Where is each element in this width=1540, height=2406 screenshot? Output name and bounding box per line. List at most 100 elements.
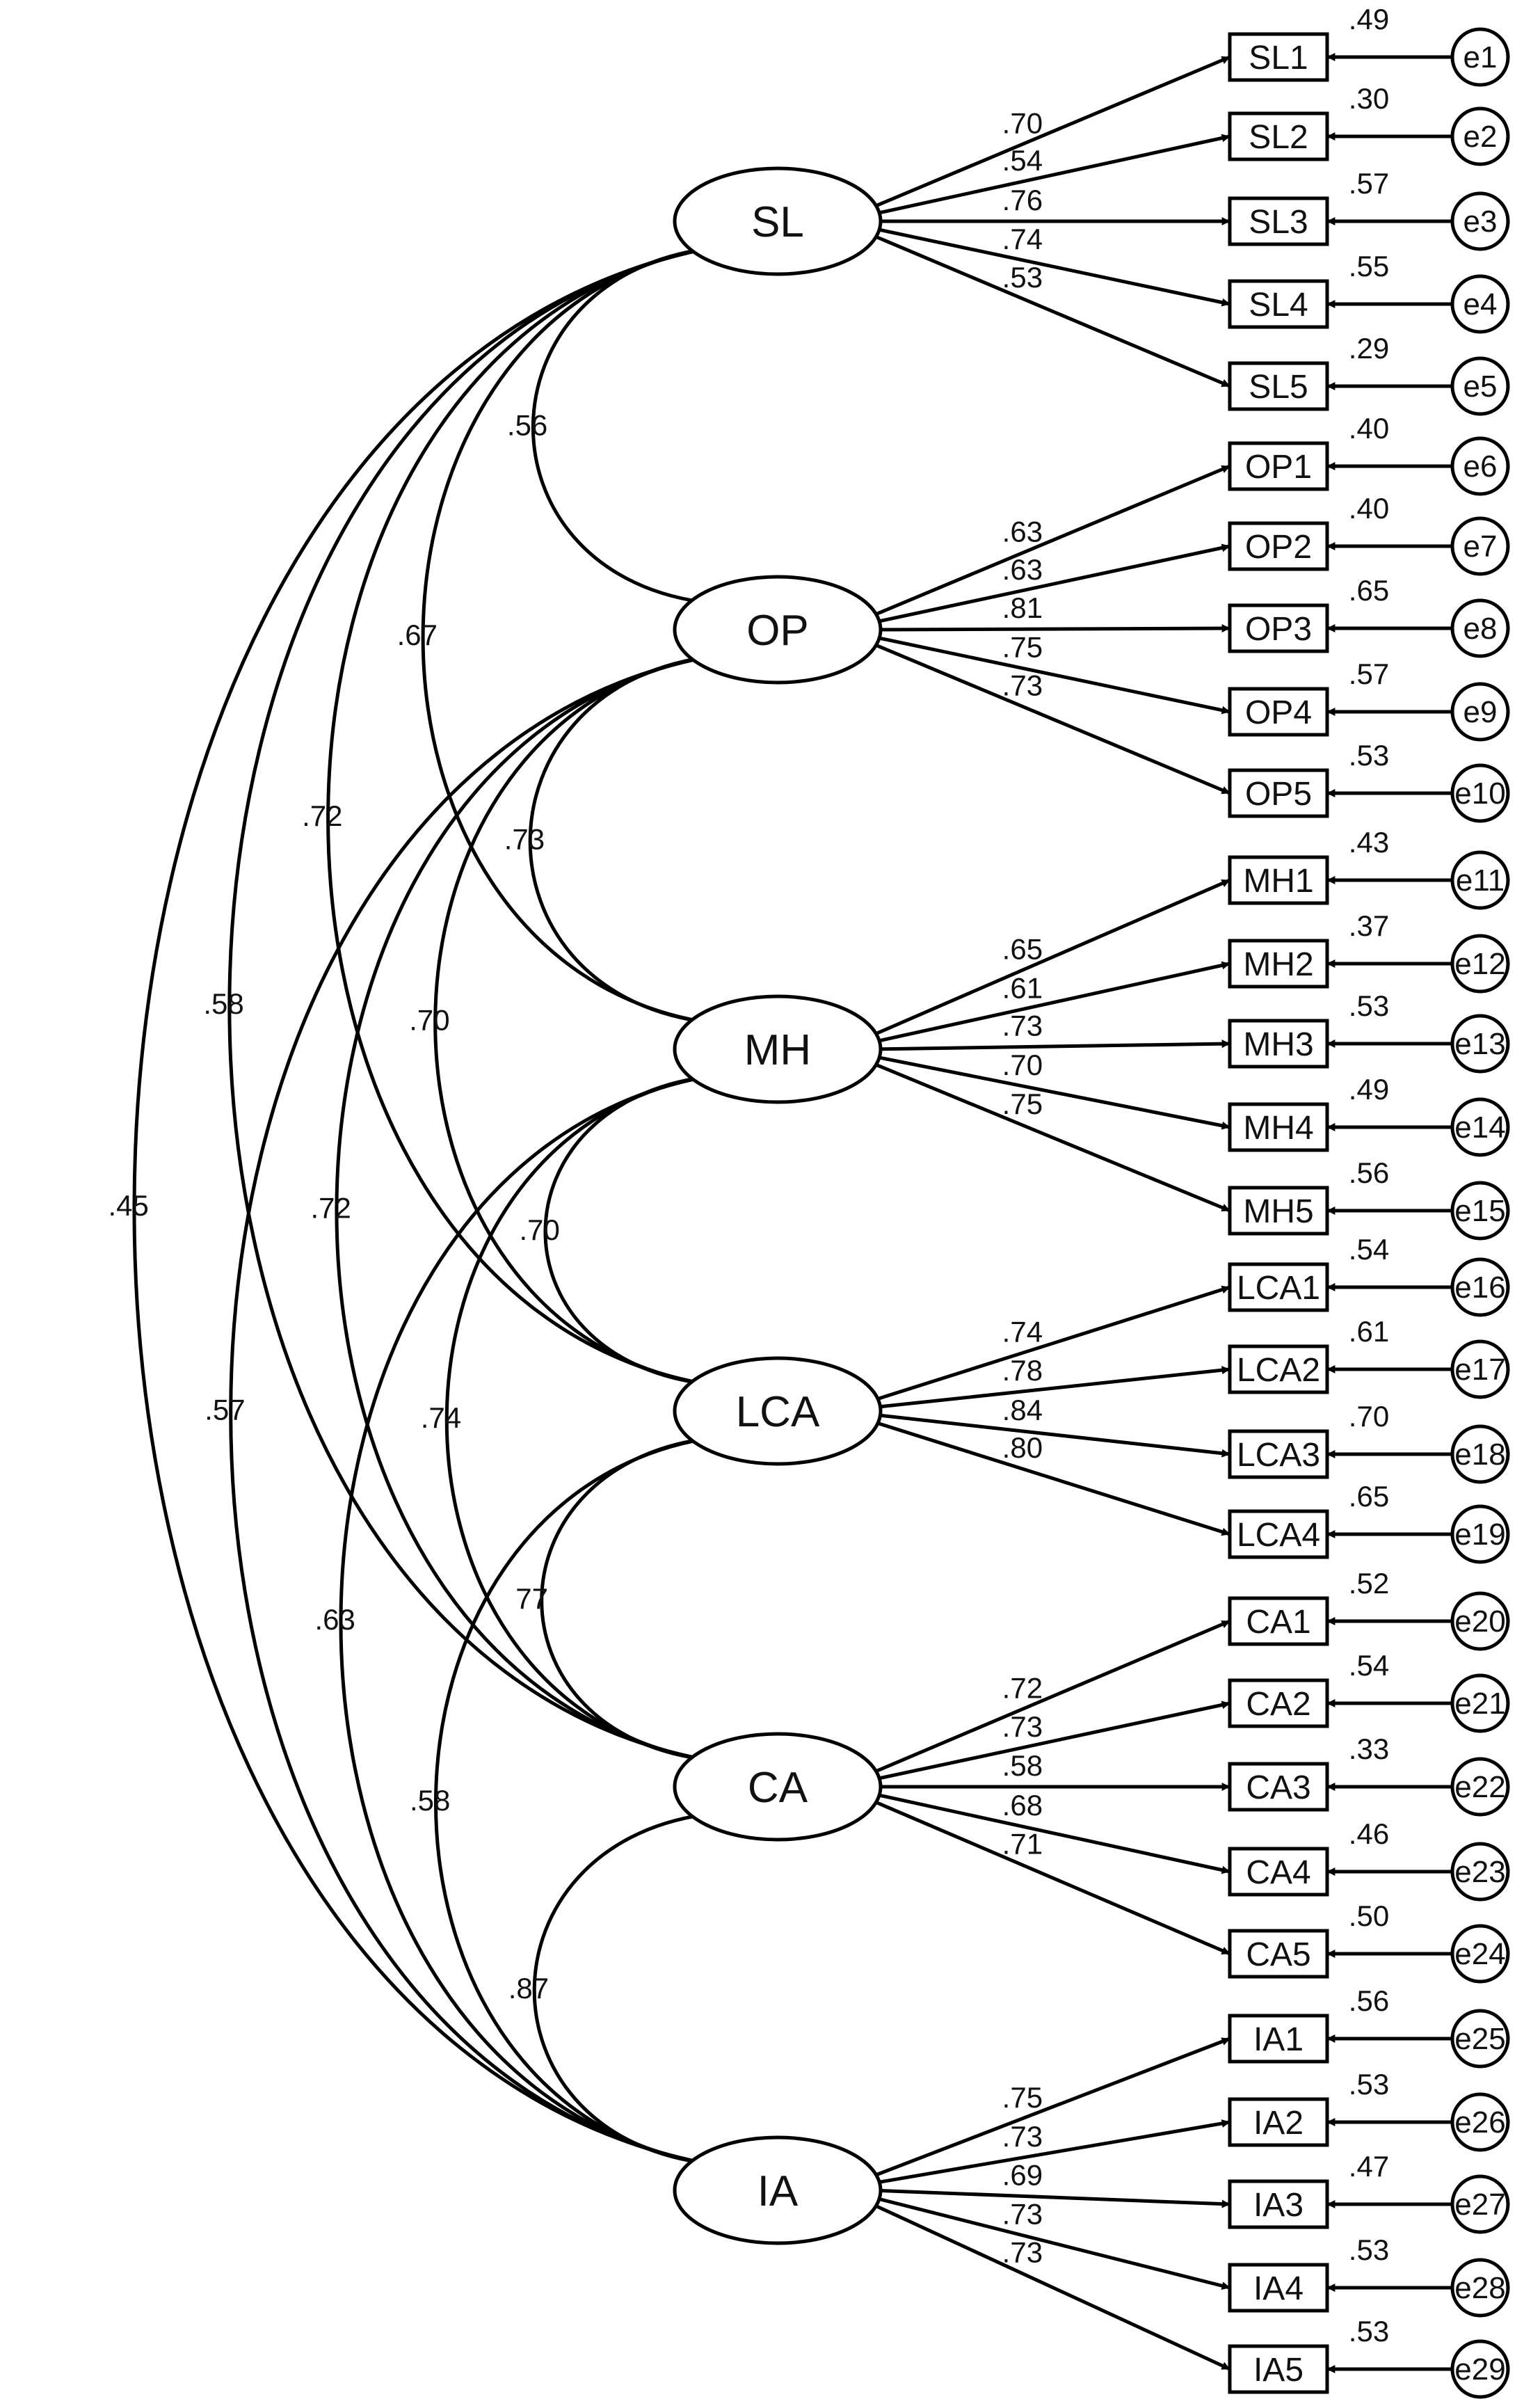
latent-op: OP	[673, 575, 883, 685]
error-circle	[1450, 1339, 1510, 1399]
correlation-arc-op-lca	[433, 652, 714, 1386]
loading-value-lca4: .80	[1002, 1431, 1043, 1464]
loading-paths: .70.54.76.74.53.63.63.81.75.73.65.61.73.…	[871, 55, 1231, 2371]
indicator-ia3: IA3	[1228, 2179, 1329, 2229]
indicator-op1: OP1	[1228, 441, 1329, 491]
loading-value-ia2: .73	[1002, 2120, 1043, 2153]
indicator-label: OP3	[1245, 611, 1312, 648]
r-squared-mh4: .49	[1349, 1073, 1389, 1106]
loading-value-ia5: .73	[1002, 2236, 1043, 2269]
loading-path-ia2	[872, 2119, 1230, 2185]
error-label: e10	[1454, 776, 1505, 811]
indicator-box	[1228, 441, 1329, 491]
error-circle	[1450, 1257, 1510, 1317]
indicator-box	[1228, 2344, 1329, 2394]
loading-path-op2	[872, 543, 1230, 625]
error-label: e13	[1454, 1027, 1505, 1061]
error-term-e2: e2	[1450, 106, 1510, 166]
indicator-label: IA5	[1253, 2352, 1304, 2389]
indicator-box	[1228, 1678, 1329, 1728]
latent-ellipse	[673, 166, 883, 276]
loading-path-ca2	[872, 1700, 1230, 1782]
error-circle	[1450, 2258, 1510, 2318]
loading-value-mh3: .73	[1002, 1010, 1043, 1042]
latent-label: MH	[744, 1026, 811, 1074]
indicator-box	[1228, 2014, 1329, 2064]
error-circle	[1450, 1924, 1510, 1984]
error-term-e9: e9	[1450, 682, 1510, 742]
error-circle	[1450, 106, 1510, 166]
loading-value-sl5: .53	[1002, 261, 1043, 294]
loading-value-ca3: .58	[1002, 1749, 1043, 1782]
correlation-value-op-mh: .73	[504, 823, 545, 856]
r-squared-mh5: .56	[1349, 1156, 1389, 1189]
correlation-value-sl-mh: .67	[397, 619, 438, 651]
correlation-arc-sl-ca	[227, 243, 714, 1762]
indicator-box	[1228, 32, 1329, 82]
indicator-lca4: LCA4	[1228, 1509, 1329, 1559]
indicator-box	[1228, 2263, 1329, 2313]
latent-ellipse	[673, 575, 883, 685]
loading-value-lca3: .84	[1002, 1394, 1043, 1426]
r-squared-sl5: .29	[1349, 332, 1389, 365]
indicator-label: CA5	[1246, 1936, 1310, 1973]
latent-ellipse	[673, 2135, 883, 2245]
loading-path-ia3	[872, 2188, 1230, 2208]
indicator-op2: OP2	[1228, 521, 1329, 571]
indicator-label: OP4	[1245, 694, 1312, 731]
indicator-ca3: CA3	[1228, 1762, 1329, 1812]
correlation-value-sl-op: .56	[507, 409, 547, 442]
indicator-lca3: LCA3	[1228, 1429, 1329, 1479]
error-circle	[1450, 1504, 1510, 1564]
indicator-label: MH4	[1243, 1110, 1313, 1147]
latent-lca: LCA	[673, 1356, 883, 1466]
indicator-box	[1228, 1509, 1329, 1559]
indicator-box	[1228, 1429, 1329, 1479]
correlation-arc-sl-mh	[421, 244, 714, 1024]
loading-path-ia4	[872, 2195, 1230, 2291]
error-label: e20	[1454, 1604, 1505, 1639]
latent-ellipse	[673, 1356, 883, 1466]
latent-label: CA	[748, 1764, 808, 1812]
indicator-label: SL2	[1249, 119, 1308, 156]
indicator-label: SL4	[1249, 287, 1308, 324]
error-circle	[1450, 356, 1510, 416]
indicator-label: OP5	[1245, 776, 1312, 813]
indicator-label: CA1	[1246, 1604, 1310, 1641]
r-squared-op3: .65	[1349, 574, 1389, 607]
error-label: e26	[1454, 2105, 1505, 2140]
loading-value-ca5: .71	[1002, 1827, 1043, 1860]
error-circle	[1450, 1842, 1510, 1902]
indicator-box	[1228, 521, 1329, 571]
correlation-value-ca-ia: .87	[508, 1972, 549, 2005]
loading-value-ia1: .75	[1002, 2081, 1043, 2114]
latent-mh: MH	[673, 994, 883, 1104]
error-circle	[1450, 934, 1510, 994]
error-label: e23	[1454, 1855, 1505, 1889]
loading-path-mh4	[872, 1054, 1230, 1130]
indicator-label: OP2	[1245, 529, 1312, 566]
error-term-e8: e8	[1450, 598, 1510, 658]
loading-path-ca5	[872, 1799, 1230, 1956]
error-term-e16: e16	[1450, 1257, 1510, 1317]
loading-path-op3	[872, 624, 1230, 633]
loading-path-sl5	[872, 233, 1230, 388]
error-label: e5	[1463, 369, 1498, 404]
correlation-arc-lca-ia	[434, 1433, 714, 2165]
loading-value-mh5: .75	[1002, 1088, 1043, 1120]
indicator-mh3: MH3	[1228, 1019, 1329, 1069]
indicator-ia1: IA1	[1228, 2014, 1329, 2064]
indicator-box	[1228, 1929, 1329, 1979]
error-circle	[1450, 1757, 1510, 1817]
r-squared-op1: .40	[1349, 412, 1389, 445]
error-label: e1	[1463, 40, 1498, 74]
latent-ellipse	[673, 1732, 883, 1842]
error-label: e9	[1463, 695, 1498, 729]
error-terms: .49e1.30e2.57e3.55e4.29e5.40e6.40e7.65e8…	[1326, 3, 1510, 2399]
indicator-mh4: MH4	[1228, 1102, 1329, 1152]
indicator-ia2: IA2	[1228, 2097, 1329, 2147]
indicator-lca2: LCA2	[1228, 1344, 1329, 1394]
loading-value-sl2: .54	[1002, 144, 1043, 177]
indicator-mh5: MH5	[1228, 1186, 1329, 1236]
